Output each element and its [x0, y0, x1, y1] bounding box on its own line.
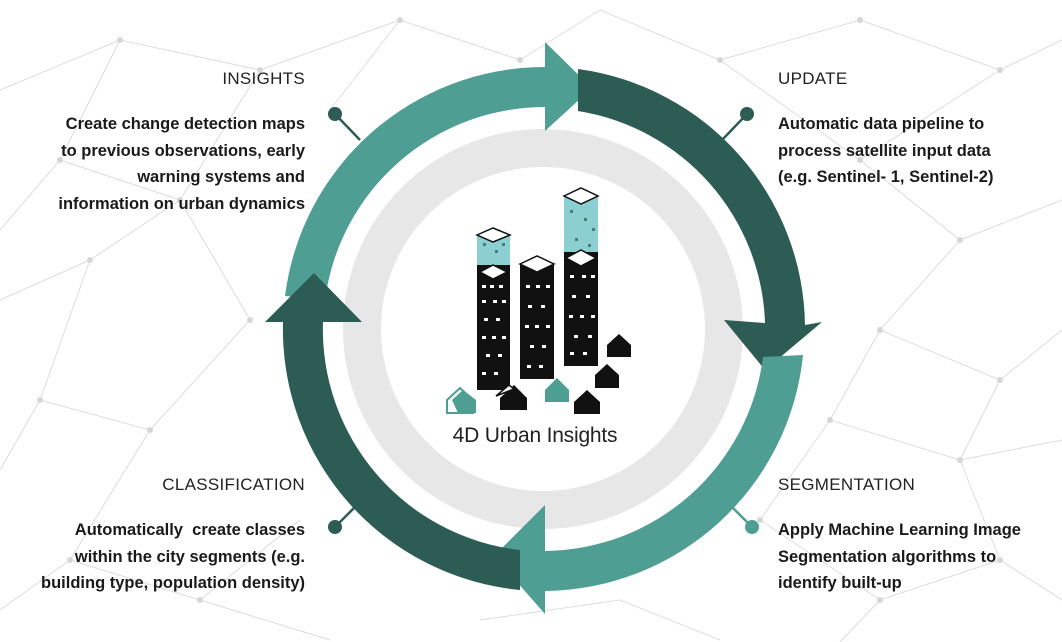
insights-line: to previous observations, early — [61, 141, 305, 160]
segmentation-line: Segmentation algorithms to — [778, 547, 997, 566]
segmentation-line: Apply Machine Learning Image — [778, 521, 1021, 539]
segmentation-block: SEGMENTATION Apply Machine Learning Imag… — [778, 475, 1058, 597]
insights-line: Create change detection maps — [65, 115, 305, 133]
classification-line: building type, population density) — [41, 574, 305, 592]
insights-line: warning systems and — [137, 168, 305, 186]
city-logo-icon — [446, 187, 631, 414]
connector-update — [721, 107, 754, 141]
update-description: Automatic data pipeline to process satel… — [778, 111, 1058, 191]
classification-title: CLASSIFICATION — [162, 475, 305, 494]
update-block: UPDATE Automatic data pipeline to proces… — [778, 69, 1058, 191]
update-title: UPDATE — [778, 69, 848, 88]
insights-title: INSIGHTS — [222, 69, 305, 88]
insights-block: INSIGHTS Create change detection maps to… — [20, 69, 305, 217]
arrow-classification — [265, 273, 520, 590]
classification-line: Automatically create classes — [74, 521, 305, 539]
connector-insights — [328, 107, 361, 141]
classification-block: CLASSIFICATION Automatically create clas… — [20, 475, 305, 597]
logo-text: 4D Urban Insights — [452, 424, 618, 447]
arrow-insights — [285, 42, 592, 300]
arrow-update — [578, 69, 822, 370]
update-line: process satellite input data — [778, 141, 991, 160]
classification-description: Automatically create classes within the … — [20, 517, 305, 597]
segmentation-line: identify built-up — [778, 574, 902, 592]
insights-line: information on urban dynamics — [58, 194, 305, 213]
arrow-segmentation — [494, 355, 803, 614]
update-line: Automatic data pipeline to — [778, 115, 985, 133]
insights-description: Create change detection maps to previous… — [20, 111, 305, 217]
update-line: (e.g. Sentinel- 1, Sentinel-2) — [778, 168, 994, 186]
segmentation-description: Apply Machine Learning Image Segmentatio… — [778, 517, 1058, 597]
segmentation-title: SEGMENTATION — [778, 475, 916, 494]
classification-line: within the city segments (e.g. — [74, 547, 305, 566]
